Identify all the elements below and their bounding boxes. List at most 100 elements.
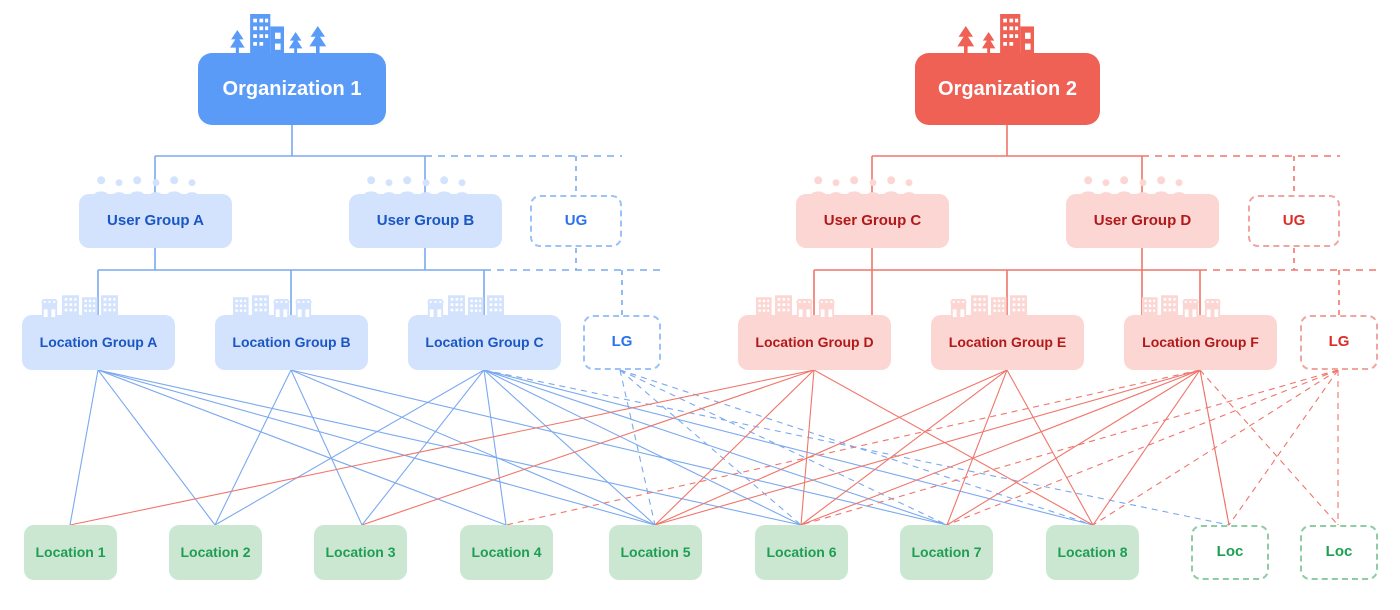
pine-tree-icon xyxy=(309,26,327,56)
shop-storefront-icon xyxy=(817,298,835,317)
small-building-icon xyxy=(251,295,269,317)
person-icon xyxy=(112,179,127,197)
location-placeholder-loc-ghost-2[interactable]: Loc xyxy=(1300,525,1378,580)
shop-storefront-icon xyxy=(795,298,813,317)
people-group-icon-ugc xyxy=(810,167,917,197)
shops-buildings-icon-lgc xyxy=(426,287,504,317)
person-icon xyxy=(363,176,380,197)
edge-red-solid xyxy=(813,369,1094,526)
people-group-icon-ugd xyxy=(1080,167,1187,197)
person-icon xyxy=(436,176,452,197)
edge-blue-solid xyxy=(97,369,507,526)
shop-storefront-icon xyxy=(949,298,968,317)
person-icon xyxy=(1116,176,1133,197)
edge-blue-solid xyxy=(97,369,656,526)
edge-red-solid xyxy=(800,369,815,526)
person-icon xyxy=(1135,179,1150,197)
edge-red-solid xyxy=(69,369,815,526)
person-icon xyxy=(185,179,200,197)
shop-storefront-icon xyxy=(40,298,59,317)
organization-node-1[interactable]: Organization 1 xyxy=(198,53,386,125)
location-group-node-lgf[interactable]: Location Group F xyxy=(1124,315,1277,370)
edge-blue-solid xyxy=(483,369,948,526)
shop-storefront-icon xyxy=(1181,298,1199,317)
edge-red-dashed xyxy=(505,369,1201,526)
user-group-node-ugd[interactable]: User Group D xyxy=(1066,194,1219,248)
small-building-icon xyxy=(1160,295,1178,317)
pine-tree-icon xyxy=(957,26,975,56)
small-building-icon xyxy=(756,297,772,317)
small-building-icon xyxy=(233,297,249,317)
shops-buildings-icon-lgf xyxy=(1142,287,1222,317)
edge-red-solid xyxy=(800,369,1008,526)
edge-red-dashed xyxy=(1199,369,1339,526)
edge-blue-solid xyxy=(483,369,1094,526)
user-group-node-ugc[interactable]: User Group C xyxy=(796,194,949,248)
person-icon xyxy=(865,179,880,197)
organization-node-2[interactable]: Organization 2 xyxy=(915,53,1100,125)
office-building-icon xyxy=(999,14,1035,56)
shops-buildings-icon-lga xyxy=(40,287,118,317)
small-building-icon xyxy=(468,297,484,317)
location-group-placeholder-lg-ghost-blue[interactable]: LG xyxy=(583,315,661,370)
person-icon xyxy=(883,176,899,197)
person-icon xyxy=(418,179,433,197)
small-building-icon xyxy=(1009,295,1027,317)
shops-buildings-icon-lgd xyxy=(756,287,836,317)
person-icon xyxy=(810,176,827,197)
small-building-icon xyxy=(62,295,80,317)
edge-red-dashed xyxy=(1092,369,1339,526)
location-group-node-lgd[interactable]: Location Group D xyxy=(738,315,891,370)
edge-blue-solid xyxy=(361,369,485,526)
location-group-node-lgc[interactable]: Location Group C xyxy=(408,315,561,370)
location-node-loc4[interactable]: Location 4 xyxy=(460,525,553,580)
location-node-loc2[interactable]: Location 2 xyxy=(169,525,262,580)
small-building-icon xyxy=(991,297,1007,317)
person-icon xyxy=(382,179,397,197)
pine-tree-icon xyxy=(981,32,995,56)
location-node-loc5[interactable]: Location 5 xyxy=(609,525,702,580)
location-node-loc1[interactable]: Location 1 xyxy=(24,525,117,580)
location-node-loc8[interactable]: Location 8 xyxy=(1046,525,1139,580)
person-icon xyxy=(93,176,110,197)
user-group-placeholder-ug-ghost-blue[interactable]: UG xyxy=(530,195,622,247)
people-group-icon-uga xyxy=(93,167,200,197)
edge-blue-solid xyxy=(214,369,485,526)
edge-blue-solid xyxy=(97,369,216,526)
location-node-loc6[interactable]: Location 6 xyxy=(755,525,848,580)
location-group-node-lgb[interactable]: Location Group B xyxy=(215,315,368,370)
people-group-icon-ugb xyxy=(363,167,470,197)
small-building-icon xyxy=(486,295,504,317)
edge-red-solid xyxy=(946,369,1008,526)
edge-red-solid xyxy=(654,369,1008,526)
edge-red-solid xyxy=(654,369,815,526)
location-group-node-lge[interactable]: Location Group E xyxy=(931,315,1084,370)
location-group-node-lga[interactable]: Location Group A xyxy=(22,315,175,370)
edge-red-dashed xyxy=(800,369,1339,526)
edge-blue-solid xyxy=(483,369,507,526)
edge-blue-solid xyxy=(290,369,948,526)
person-icon xyxy=(846,176,863,197)
shop-storefront-icon xyxy=(1203,298,1221,317)
location-node-loc7[interactable]: Location 7 xyxy=(900,525,993,580)
edge-blue-solid xyxy=(214,369,292,526)
person-icon xyxy=(1153,176,1169,197)
pine-tree-icon xyxy=(230,30,245,56)
location-node-loc3[interactable]: Location 3 xyxy=(314,525,407,580)
user-group-node-uga[interactable]: User Group A xyxy=(79,194,232,248)
edge-blue-solid xyxy=(69,369,99,526)
person-icon xyxy=(902,179,917,197)
edge-blue-dashed xyxy=(619,369,1094,526)
user-group-node-ugb[interactable]: User Group B xyxy=(349,194,502,248)
edge-red-solid xyxy=(361,369,815,526)
edge-red-dashed xyxy=(1199,369,1230,526)
small-building-icon xyxy=(1142,297,1158,317)
edge-blue-solid xyxy=(97,369,802,526)
user-group-placeholder-ug-ghost-red[interactable]: UG xyxy=(1248,195,1340,247)
shop-storefront-icon xyxy=(294,298,312,317)
location-group-placeholder-lg-ghost-red[interactable]: LG xyxy=(1300,315,1378,370)
shop-storefront-icon xyxy=(272,298,290,317)
location-placeholder-loc-ghost-1[interactable]: Loc xyxy=(1191,525,1269,580)
edge-red-solid xyxy=(1092,369,1201,526)
